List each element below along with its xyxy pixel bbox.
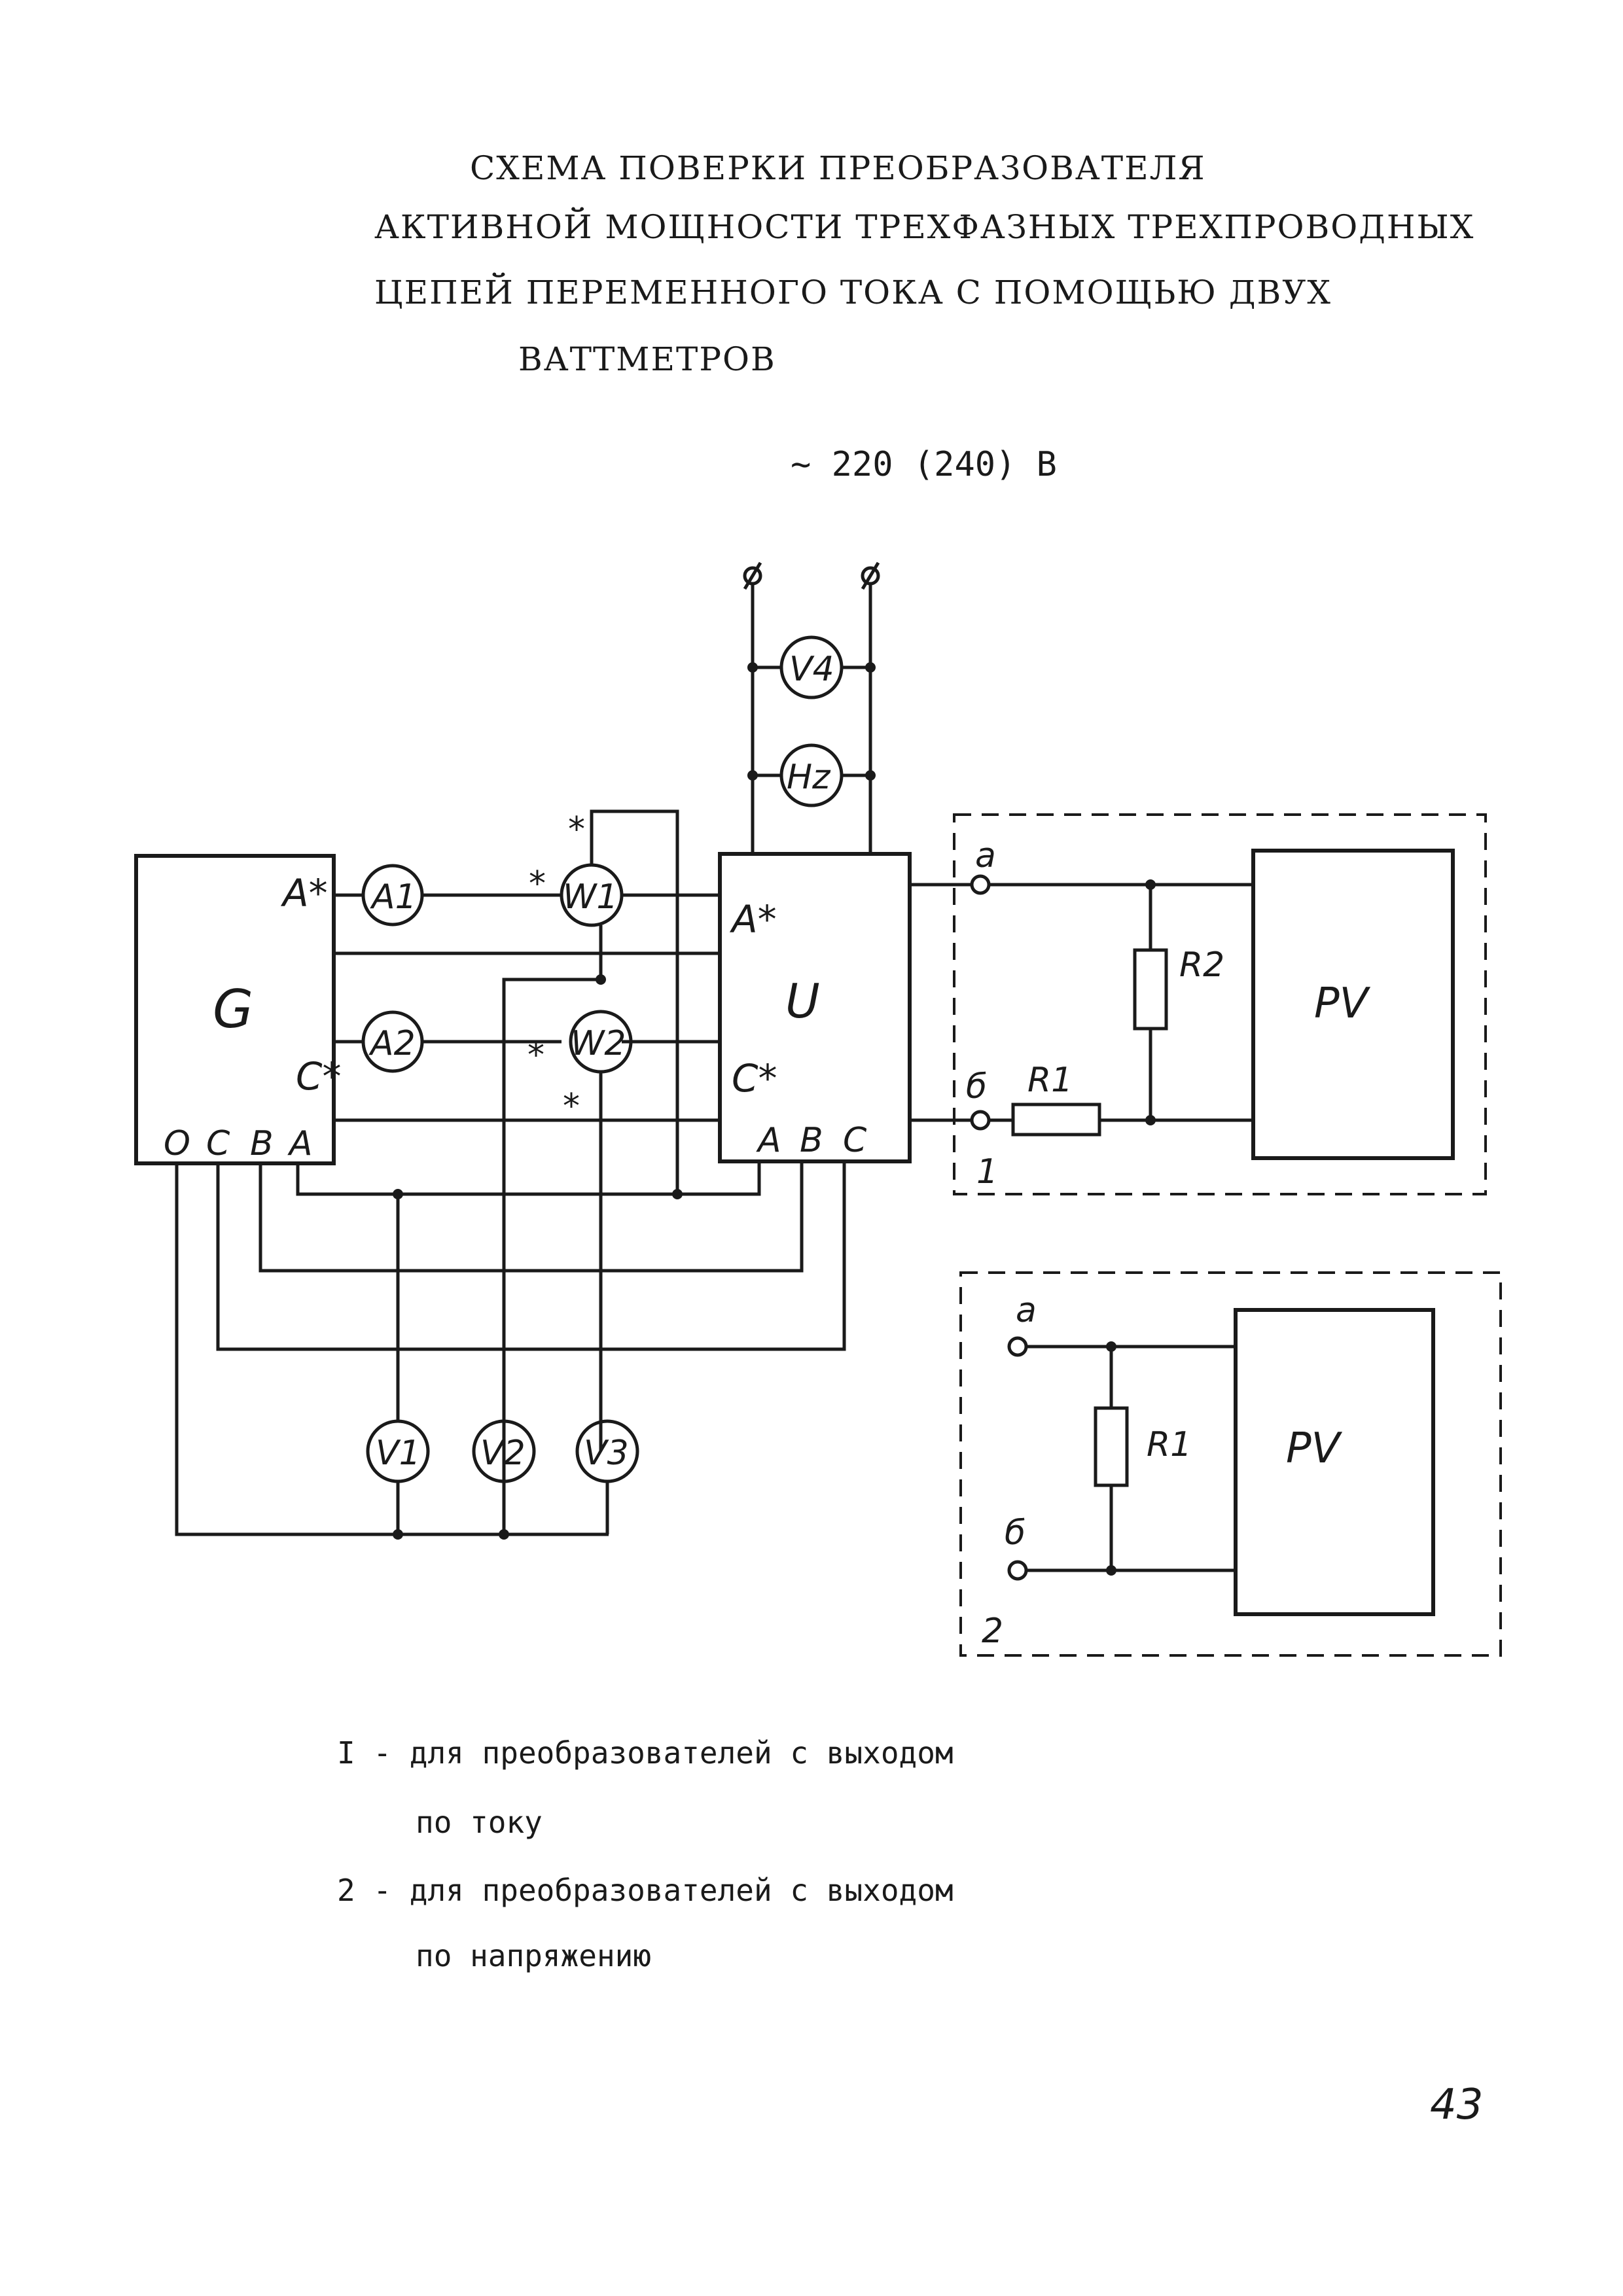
- converter-label: U: [785, 974, 820, 1029]
- converter-block: [718, 852, 912, 1163]
- converter-terminal-c-star: C*: [732, 1056, 777, 1101]
- bus-o: [175, 1163, 609, 1536]
- box1-terminal-a: [970, 874, 991, 895]
- box1-resistor-r2: [1133, 948, 1168, 1031]
- box2-number: 2: [982, 1612, 1003, 1651]
- voltmeter-v2: [472, 1419, 536, 1483]
- generator-terminal-c-star: C*: [296, 1054, 342, 1099]
- w1-star-top: *: [568, 810, 585, 849]
- voltmeter-v3-label: V3: [584, 1434, 629, 1473]
- box1-pv-label: PV: [1314, 980, 1371, 1028]
- box2-terminal-a-label: a: [1016, 1291, 1037, 1330]
- title-line-1: СХЕМА ПОВЕРКИ ПРЕОБРАЗОВАТЕЛЯ: [470, 149, 1206, 187]
- title-line-2: АКТИВНОЙ МОЩНОСТИ ТРЕХФАЗНЫХ ТРЕХПРОВОДН…: [374, 208, 1475, 246]
- title-line-4: ВАТТМЕТРОВ: [518, 340, 776, 378]
- legend-item-2-line-2: по напряжению: [416, 1938, 652, 1973]
- wattmeter-w2-label: W2: [571, 1024, 626, 1063]
- supply-voltage-label: ~ 220 (240) В: [791, 445, 1057, 484]
- w1-star-left: *: [529, 864, 546, 904]
- box1-resistor-r1-label: R1: [1027, 1061, 1073, 1100]
- box2-pv-instrument: [1234, 1308, 1435, 1616]
- ammeter-a2-label: A2: [368, 1024, 416, 1063]
- box1-terminal-b: [970, 1110, 991, 1131]
- box1-terminal-b-label: б: [966, 1067, 987, 1106]
- generator-terminal-o: O: [164, 1124, 190, 1163]
- box2-pv-label: PV: [1286, 1424, 1343, 1473]
- box1-terminal-a-label: a: [975, 836, 996, 875]
- bus-b: [259, 1161, 804, 1273]
- box2-terminal-b-label: б: [1005, 1513, 1026, 1553]
- ammeter-a1-label: A1: [370, 877, 417, 917]
- box2-resistor-r1: [1094, 1406, 1129, 1487]
- converter-terminal-b: B: [800, 1121, 823, 1160]
- box2-resistor-r1-label: R1: [1147, 1425, 1192, 1464]
- box1-pv-instrument: [1251, 849, 1455, 1160]
- box2-terminal-b: [1007, 1560, 1028, 1581]
- converter-terminal-a-star: A*: [729, 897, 777, 942]
- legend-item-1-line-2: по току: [416, 1805, 543, 1840]
- converter-terminal-c: C: [843, 1121, 867, 1160]
- generator-terminal-a-star: A*: [280, 871, 328, 915]
- legend-item-1-line-1: I - для преобразователей с выходом: [337, 1735, 954, 1771]
- voltmeter-v2-label: V2: [480, 1434, 526, 1473]
- voltmeter-v4-label: V4: [789, 650, 834, 689]
- bus-a: [296, 1161, 761, 1196]
- ammeter-a2: [361, 1010, 424, 1073]
- voltage-output-box: [959, 1271, 1502, 1657]
- ammeter-a1: [361, 864, 424, 927]
- generator-label: G: [213, 979, 253, 1040]
- wattmeter-w1-label: W1: [563, 877, 618, 917]
- voltmeter-v1-label: V1: [376, 1434, 421, 1473]
- generator-block: [134, 854, 336, 1165]
- generator-terminal-b: B: [250, 1124, 274, 1163]
- box2-terminal-a: [1007, 1336, 1028, 1357]
- frequency-meter-hz-label: Hz: [787, 758, 831, 797]
- legend-item-2-line-1: 2 - для преобразователей с выходом: [337, 1873, 954, 1908]
- generator-terminal-c: C: [206, 1124, 230, 1163]
- title-line-3: ЦЕПЕЙ ПЕРЕМЕННОГО ТОКА С ПОМОЩЬЮ ДВУХ: [374, 274, 1332, 311]
- box1-resistor-r1: [1011, 1103, 1101, 1137]
- w2-star-left: *: [527, 1036, 544, 1075]
- converter-terminal-a: A: [756, 1121, 781, 1160]
- current-output-box: [953, 813, 1487, 1195]
- page-number: 43: [1430, 2081, 1484, 2129]
- generator-terminal-a: A: [287, 1124, 313, 1163]
- box1-number: 1: [976, 1152, 998, 1192]
- box1-resistor-r2-label: R2: [1179, 945, 1224, 985]
- bus-c: [216, 1161, 846, 1351]
- w1-voltage-loop: [590, 809, 679, 1194]
